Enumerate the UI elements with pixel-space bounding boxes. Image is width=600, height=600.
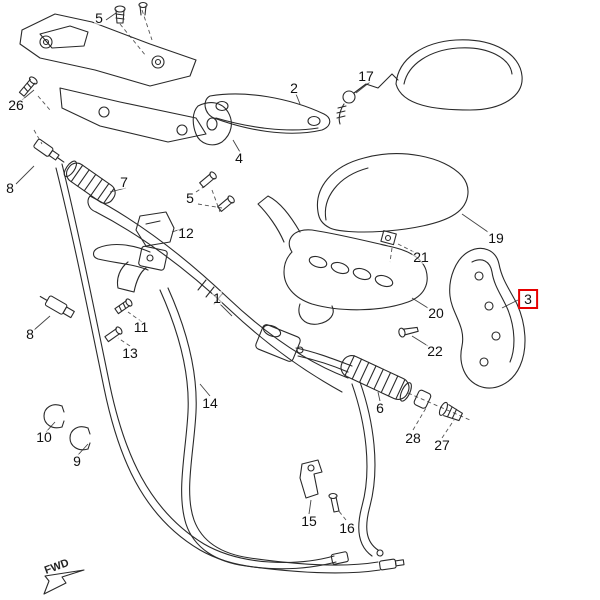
part-cable-adjuster-upper-drawing [33,138,65,163]
part-meter-bracket-drawing [19,13,207,143]
part-master-cylinder-drawing [255,324,353,373]
part-switch-housing-drawing [135,211,175,247]
part-callout-19[interactable]: 19 [487,230,505,246]
part-callout-22[interactable]: 22 [426,343,444,359]
part-bar-end-damper-drawing [413,389,432,409]
part-screw-22-drawing [398,326,419,338]
part-callout-3[interactable]: 3 [518,289,538,309]
part-screw-mid-a-drawing [199,171,217,188]
part-screw-top-drawing [114,1,148,24]
part-callout-16[interactable]: 16 [338,520,356,536]
part-callout-10[interactable]: 10 [35,429,53,445]
part-callout-28[interactable]: 28 [404,430,422,446]
part-bar-end-bolt-drawing [438,401,463,422]
part-callout-21[interactable]: 21 [412,249,430,265]
part-visor-panel-drawing [316,153,469,233]
part-clip-nut-drawing [380,230,397,246]
part-callout-5[interactable]: 5 [94,10,104,26]
part-callout-17[interactable]: 17 [357,68,375,84]
leader-lines-dashed [33,9,471,521]
part-callout-8[interactable]: 8 [5,180,15,196]
part-callout-12[interactable]: 12 [177,225,195,241]
part-side-cover-drawing [449,247,526,389]
part-brace-bar-drawing [204,93,331,134]
part-callout-6[interactable]: 6 [375,400,385,416]
part-bolt-26-drawing [18,76,38,97]
part-callout-27[interactable]: 27 [433,437,451,453]
part-mirror-drawing [336,39,523,125]
part-bolt-13-drawing [104,326,123,343]
part-callout-14[interactable]: 14 [201,395,219,411]
part-callout-11[interactable]: 11 [132,319,150,335]
fwd-arrow: FWD [43,557,85,595]
part-callout-26[interactable]: 26 [7,97,25,113]
part-brace-cover-drawing [192,102,232,146]
part-screw-mid-b-drawing [217,195,235,212]
part-callout-4[interactable]: 4 [234,150,244,166]
part-clutch-lever-drawing [92,243,168,293]
part-callout-13[interactable]: 13 [121,345,139,361]
part-callout-2[interactable]: 2 [289,80,299,96]
part-callout-7[interactable]: 7 [119,174,129,190]
part-callout-5[interactable]: 5 [185,190,195,206]
part-cable-clamp-9-drawing [69,426,91,451]
part-callout-15[interactable]: 15 [300,513,318,529]
part-cable-clamp-10-drawing [43,404,65,429]
part-bolt-11-drawing [114,298,133,315]
cables-drawing [55,163,405,574]
part-cable-adjuster-lower-drawing [39,295,75,319]
part-screw-16-drawing [328,492,340,513]
part-callout-20[interactable]: 20 [427,305,445,321]
part-upper-holder-drawing [257,195,428,325]
part-callout-1[interactable]: 1 [212,290,222,306]
part-guide-bracket-drawing [299,459,323,499]
part-callout-9[interactable]: 9 [72,453,82,469]
part-callout-8[interactable]: 8 [25,326,35,342]
part-right-grip-drawing [340,355,412,402]
